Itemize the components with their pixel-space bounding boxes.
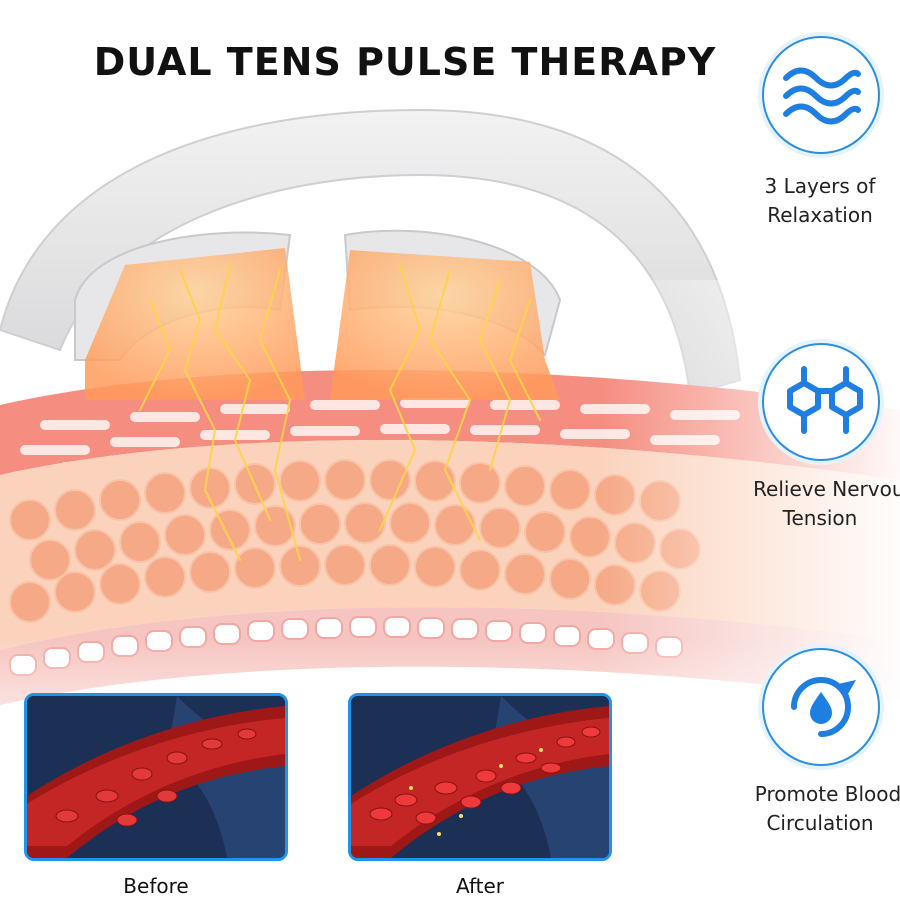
blood-vessel-before-image (27, 696, 285, 858)
feature-label: 3 Layers of (764, 174, 876, 198)
feature-label: Tension (782, 506, 858, 530)
page-title: DUAL TENS PULSE THERAPY (93, 40, 717, 84)
feature-label: Circulation (766, 811, 874, 835)
blood-circulation-icon (762, 648, 880, 766)
feature-nervous-tension: Relieve Nervous Tension (720, 343, 900, 543)
molecule-icon (762, 343, 880, 461)
feature-label: Promote Blood (754, 782, 900, 806)
waves-icon (762, 36, 880, 154)
feature-label: Relieve Nervous (753, 477, 900, 501)
after-label: After (455, 874, 505, 898)
blood-vessel-after-image (351, 696, 609, 858)
before-panel (24, 693, 288, 861)
feature-relaxation: 3 Layers of Relaxation (720, 36, 900, 236)
after-panel (348, 693, 612, 861)
feature-label: Relaxation (767, 203, 873, 227)
before-label: Before (123, 874, 189, 898)
feature-blood-circulation: Promote Blood Circulation (720, 648, 900, 848)
